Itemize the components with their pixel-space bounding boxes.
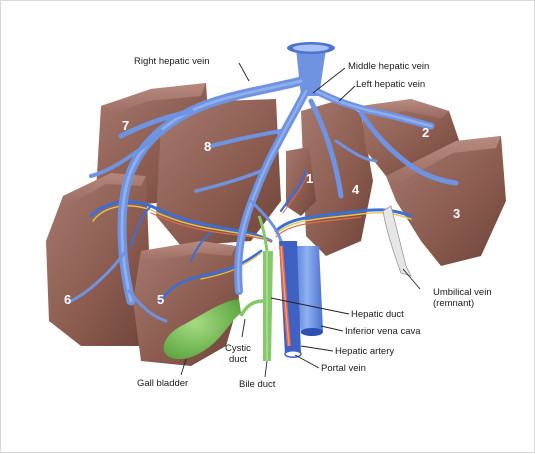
label-hepatic-duct: Hepatic duct (351, 309, 404, 320)
cystic-duct (239, 299, 264, 317)
label-left-hepatic-vein: Left hepatic vein (356, 79, 425, 90)
label-portal-vein: Portal vein (321, 363, 366, 374)
segment-number-1: 1 (306, 171, 313, 186)
segment-number-3: 3 (453, 206, 460, 221)
label-inferior-vena-cava: Inferior vena cava (345, 326, 421, 337)
segment-numbers: 1 2 3 4 5 6 7 8 (64, 118, 460, 307)
gall-bladder (163, 299, 241, 360)
segment-6-block (46, 173, 151, 346)
label-right-hepatic-vein: Right hepatic vein (134, 56, 210, 67)
segment-number-5: 5 (157, 292, 164, 307)
segment-number-7: 7 (122, 118, 129, 133)
label-umbilical-vein-line2: (remnant) (433, 298, 474, 309)
label-bile-duct: Bile duct (239, 379, 276, 390)
hilar-structures (163, 215, 323, 361)
label-hepatic-artery: Hepatic artery (335, 346, 394, 357)
label-cystic-duct-line1: Cystic (225, 343, 251, 354)
umbilical-vein-remnant (382, 205, 412, 277)
liver-segments (46, 83, 506, 366)
label-cystic-duct-line2: duct (229, 354, 247, 365)
hepatic-veins (69, 42, 459, 323)
label-middle-hepatic-vein: Middle hepatic vein (348, 61, 429, 72)
segment-number-8: 8 (204, 139, 211, 154)
hepatic-duct (257, 215, 269, 252)
labels: Right hepatic vein Middle hepatic vein L… (134, 56, 492, 390)
label-gall-bladder: Gall bladder (137, 378, 188, 389)
label-umbilical-vein-line1: Umbilical vein (433, 287, 492, 298)
leader-lines (180, 62, 421, 378)
segment-number-2: 2 (422, 125, 429, 140)
segment-number-4: 4 (352, 182, 360, 197)
segment-number-6: 6 (64, 292, 71, 307)
bile-duct (263, 251, 273, 361)
